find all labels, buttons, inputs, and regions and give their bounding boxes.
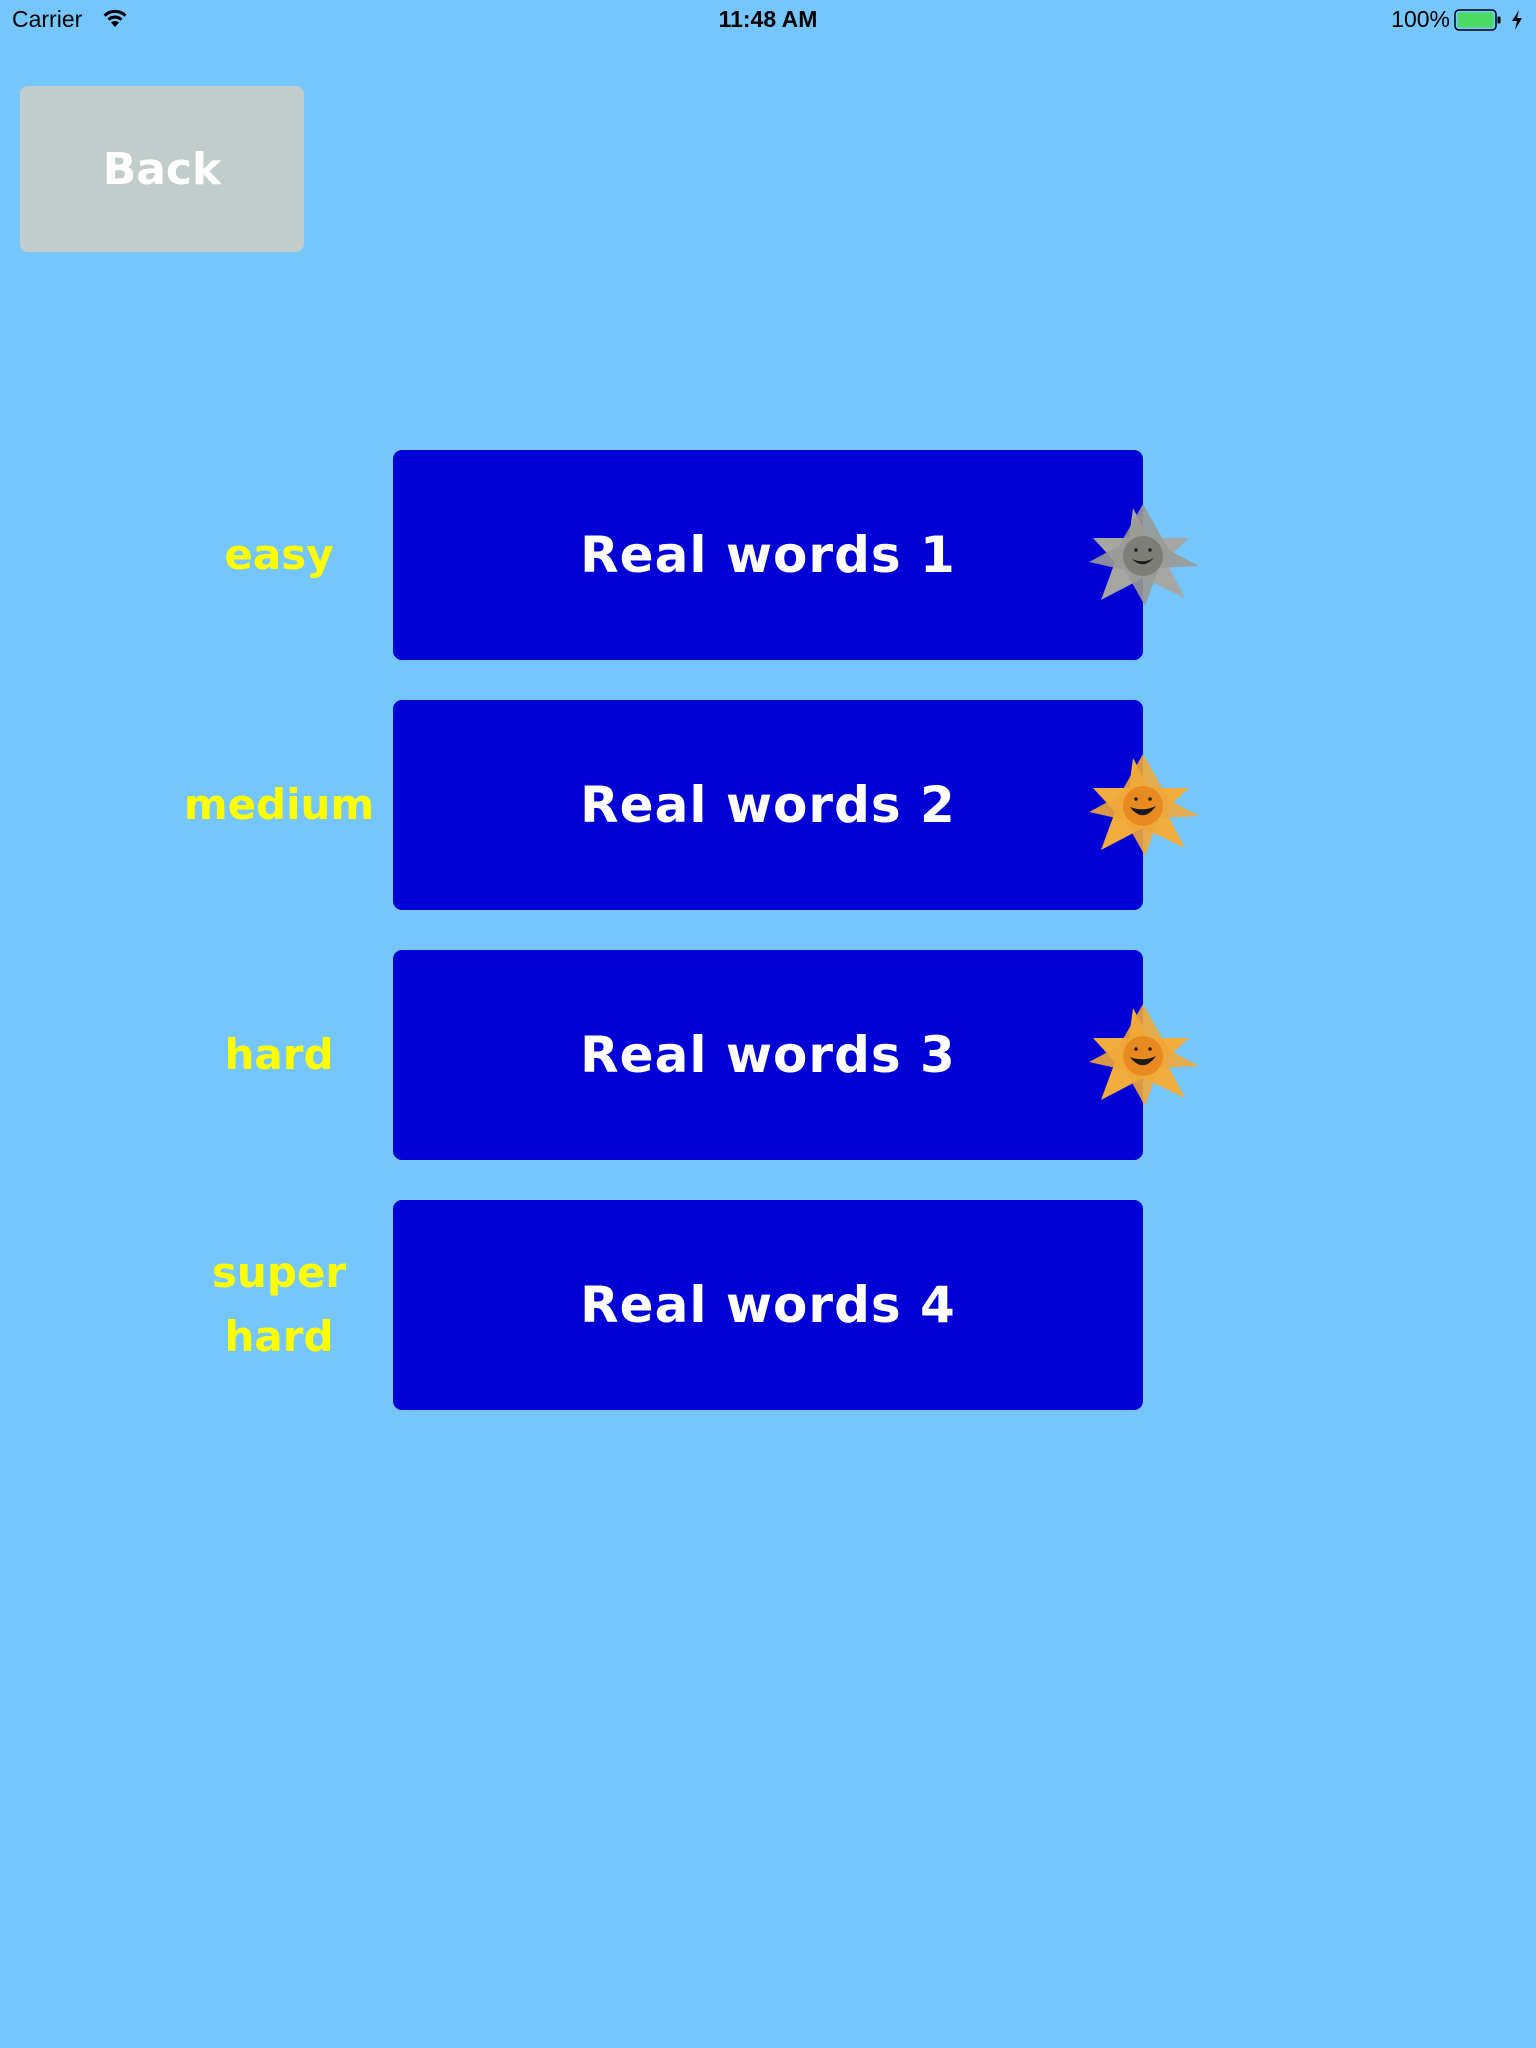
level-row-3: hard Real words 3 [0,950,1536,1160]
clock: 11:48 AM [718,6,818,32]
status-bar: Carrier 11:48 AM 100% [0,0,1536,40]
real-words-3-button[interactable]: Real words 3 [393,950,1143,1160]
real-words-1-button[interactable]: Real words 1 [393,450,1143,660]
orange-star-icon [1089,1004,1199,1106]
battery-icon [1454,9,1501,31]
real-words-2-button[interactable]: Real words 2 [393,700,1143,910]
level-row-4: super hard Real words 4 [0,1200,1536,1410]
difficulty-label-easy: easy [224,530,334,579]
back-button[interactable]: Back [20,86,304,252]
battery-percent: 100% [1391,6,1450,32]
difficulty-label-hard: hard [224,1030,334,1079]
difficulty-label-super-hard: super hard [211,1248,347,1361]
carrier-label: Carrier [12,6,83,32]
grey-star-icon [1089,504,1199,606]
wifi-icon [103,9,127,27]
real-words-4-button[interactable]: Real words 4 [393,1200,1143,1410]
orange-star-icon [1089,754,1199,856]
level-row-2: medium Real words 2 [0,700,1536,910]
difficulty-label-medium: medium [183,780,375,829]
charging-bolt-icon [1512,10,1522,30]
level-row-1: easy Real words 1 [0,450,1536,660]
